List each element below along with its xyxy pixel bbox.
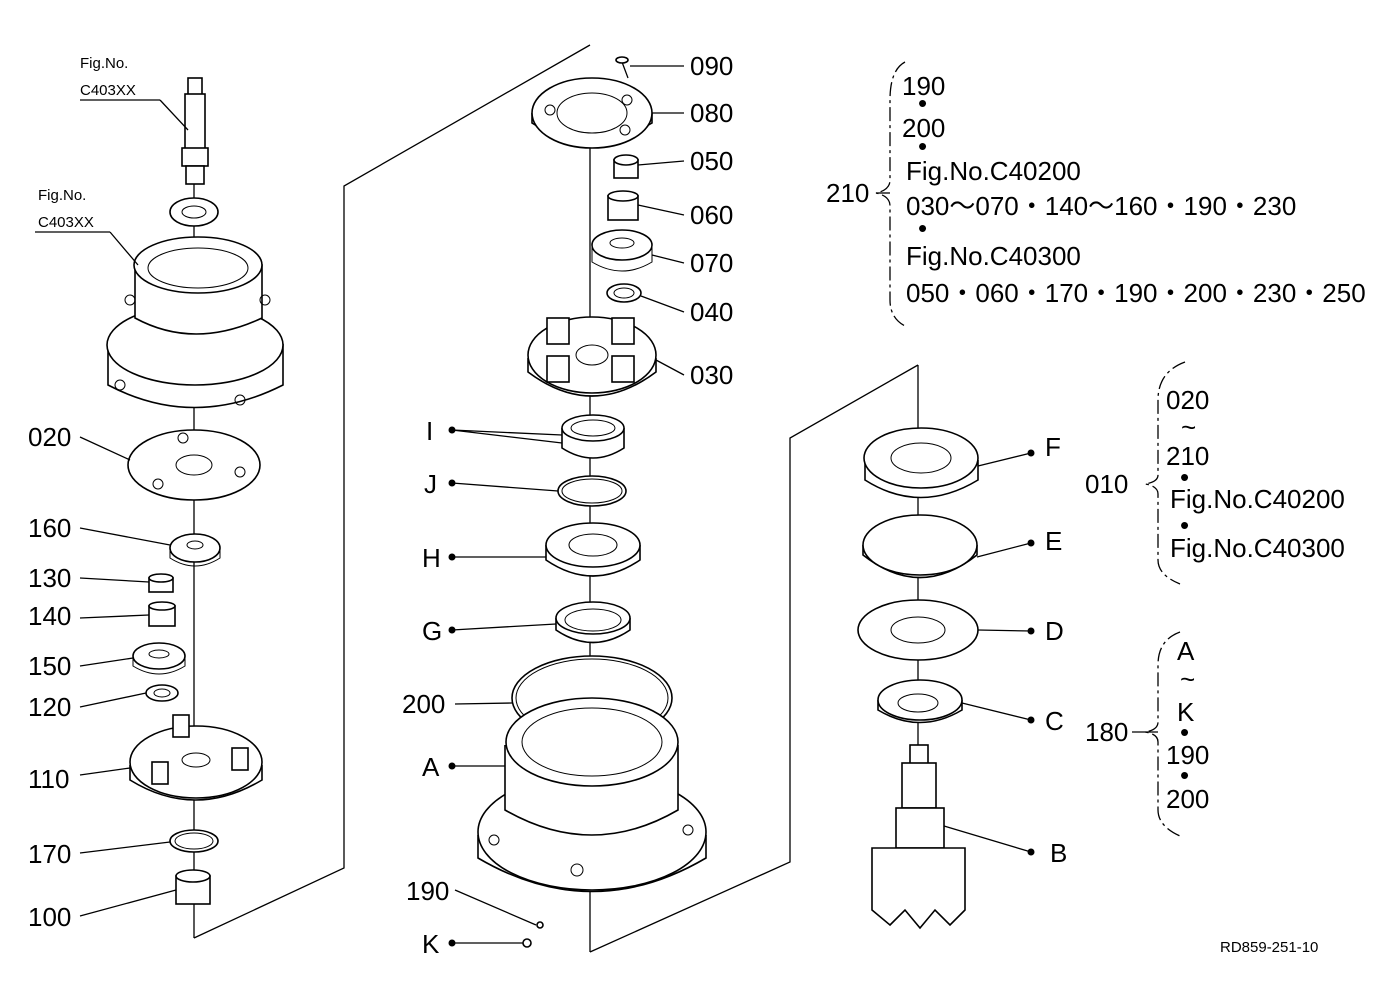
callout-060: 060 xyxy=(690,200,733,230)
callout-040: 040 xyxy=(690,297,733,327)
group-180-line-2: ~ xyxy=(1180,664,1195,694)
callout-050: 050 xyxy=(690,146,733,176)
collar-C xyxy=(877,679,963,724)
carrier-030 xyxy=(527,316,657,397)
plate-020 xyxy=(127,429,261,501)
callout-F: F xyxy=(1045,432,1061,462)
fig-ref-2-line2: C403XX xyxy=(38,214,94,231)
group-010-line-1: 020 xyxy=(1166,385,1209,415)
group-210-number: 210 xyxy=(826,178,869,208)
drawing-code: RD859-251-10 xyxy=(1220,939,1318,956)
callout-J: J xyxy=(424,469,437,499)
group-010: 010 020 ~ 210 • Fig.No.C40200 • Fig.No.C… xyxy=(1085,361,1345,585)
fig-ref-2-line1: Fig.No. xyxy=(38,187,86,204)
group-210-line-6: 030～070・140～160・190・230 xyxy=(906,191,1296,221)
group-180-line-1: A xyxy=(1177,636,1195,666)
callout-K: K xyxy=(422,929,440,959)
callout-I: I xyxy=(426,416,433,446)
group-210-line-9: 050・060・170・190・200・230・250 xyxy=(906,278,1366,308)
callout-080: 080 xyxy=(690,98,733,128)
callout-070: 070 xyxy=(690,248,733,278)
assembly-frame-lines xyxy=(193,44,919,953)
callout-190: 190 xyxy=(406,876,449,906)
group-210-line-1: 190 xyxy=(902,71,945,101)
group-180-line-7: 200 xyxy=(1166,784,1209,814)
callout-090: 090 xyxy=(690,51,733,81)
group-180-line-3: K xyxy=(1177,697,1195,727)
callout-120: 120 xyxy=(28,692,71,722)
fig-ref-1-line2: C403XX xyxy=(80,82,136,99)
group-010-line-5: Fig.No.C40200 xyxy=(1170,484,1345,514)
callout-E: E xyxy=(1045,526,1062,556)
bearing-F xyxy=(863,427,979,499)
gear-150 xyxy=(132,642,186,675)
group-180: 180 A ~ K • 190 • 200 xyxy=(1085,631,1209,837)
group-010-number: 010 xyxy=(1085,469,1128,499)
spacer-E xyxy=(862,514,978,579)
bearing-H xyxy=(545,522,641,577)
group-010-line-7: Fig.No.C40300 xyxy=(1170,533,1345,563)
callout-130: 130 xyxy=(28,563,71,593)
callout-G: G xyxy=(422,616,442,646)
group-010-line-6: • xyxy=(1180,510,1189,540)
callout-100: 100 xyxy=(28,902,71,932)
group-210: 210 190 • 200 • Fig.No.C40200 030～070・14… xyxy=(826,61,1366,327)
callout-C: C xyxy=(1045,706,1064,736)
gear-100 xyxy=(175,869,211,905)
motor-shaft xyxy=(181,77,209,185)
washer-040 xyxy=(606,283,642,303)
callout-170: 170 xyxy=(28,839,71,869)
gear-160 xyxy=(169,533,221,567)
group-180-number: 180 xyxy=(1085,717,1128,747)
housing-A xyxy=(477,697,707,893)
group-180-line-6: • xyxy=(1180,760,1189,790)
bushing-130 xyxy=(148,573,174,593)
plate-D xyxy=(857,599,979,661)
callout-020: 020 xyxy=(28,422,71,452)
group-010-line-3: 210 xyxy=(1166,441,1209,471)
motor-housing xyxy=(106,236,284,409)
group-210-line-8: Fig.No.C40300 xyxy=(906,241,1081,271)
group-010-line-2: ~ xyxy=(1181,412,1196,442)
bearing-top-left xyxy=(169,197,219,227)
callout-D: D xyxy=(1045,616,1064,646)
seal-G xyxy=(555,601,631,644)
callout-110: 110 xyxy=(28,764,69,794)
group-010-line-4: • xyxy=(1180,462,1189,492)
callout-B: B xyxy=(1050,838,1067,868)
pinion-shaft-B xyxy=(871,744,966,930)
callout-030: 030 xyxy=(690,360,733,390)
group-210-line-7: • xyxy=(918,213,927,243)
needle-bearing-140 xyxy=(148,601,176,627)
callout-A: A xyxy=(422,752,440,782)
plug-K xyxy=(522,921,544,948)
group-210-line-2: • xyxy=(918,88,927,118)
group-180-line-5: 190 xyxy=(1166,740,1209,770)
group-210-line-3: 200 xyxy=(902,113,945,143)
fig-ref-1-line1: Fig.No. xyxy=(80,55,128,72)
callout-H: H xyxy=(422,543,441,573)
needle-bearing-060 xyxy=(607,190,639,221)
callout-140: 140 xyxy=(28,601,71,631)
leader-lines xyxy=(35,65,1032,944)
callout-200: 200 xyxy=(402,689,445,719)
group-180-line-4: • xyxy=(1180,717,1189,747)
washer-120 xyxy=(145,684,179,702)
bushing-050 xyxy=(613,154,639,179)
carrier-110 xyxy=(129,714,263,801)
leader-dots xyxy=(448,426,1035,947)
snap-ring-170 xyxy=(169,829,219,853)
seal-I xyxy=(561,414,625,459)
group-210-line-4: • xyxy=(918,131,927,161)
callout-150: 150 xyxy=(28,651,71,681)
plate-080 xyxy=(531,77,653,149)
callout-160: 160 xyxy=(28,513,71,543)
gear-070 xyxy=(591,229,653,272)
group-210-line-5: Fig.No.C40200 xyxy=(906,156,1081,186)
screw-090 xyxy=(615,56,629,79)
ring-J xyxy=(557,475,627,507)
